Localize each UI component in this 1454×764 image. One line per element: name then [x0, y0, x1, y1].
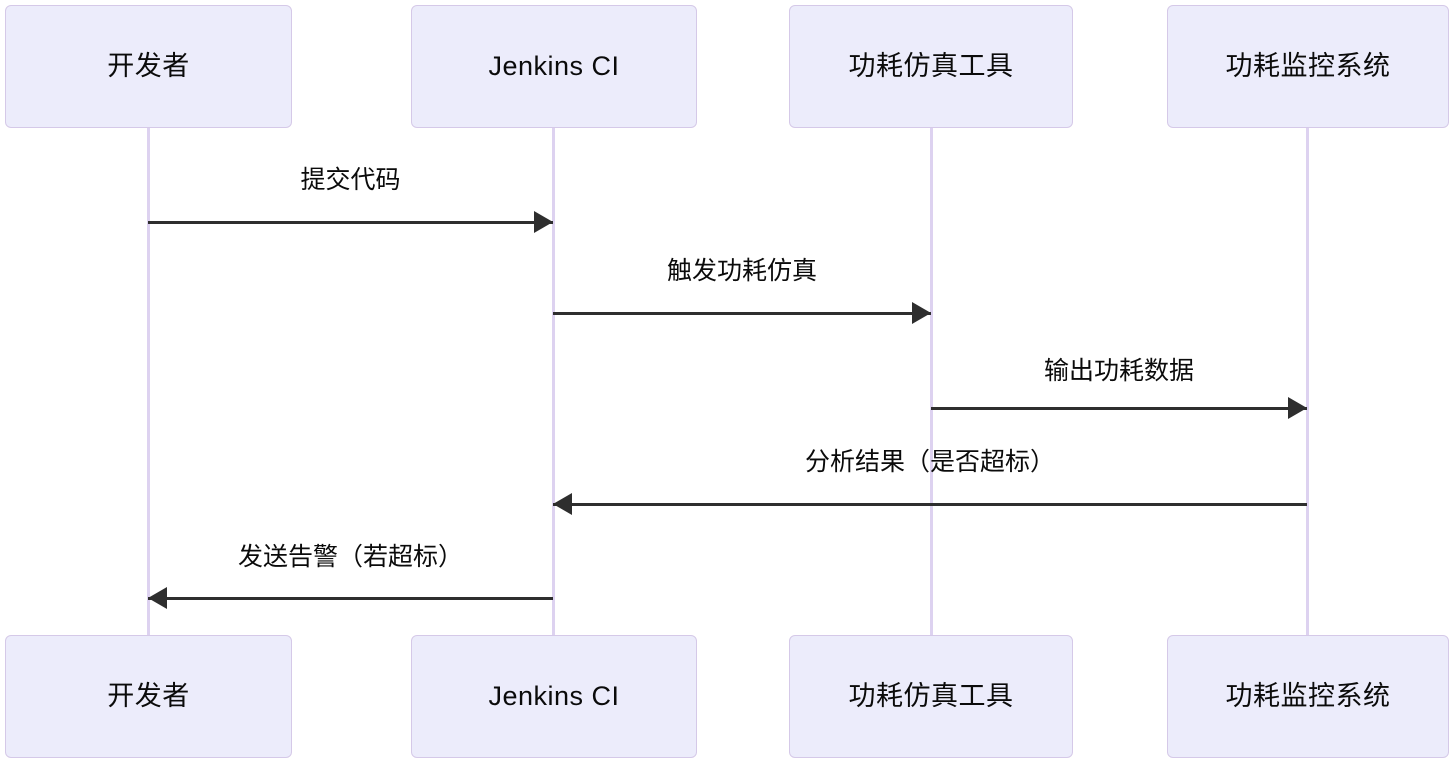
message-arrowhead-4	[553, 493, 572, 515]
participant-box-developer-top[interactable]: 开发者	[5, 5, 292, 128]
message-line-5	[148, 597, 553, 600]
message-label-5: 发送告警（若超标）	[237, 543, 464, 571]
participant-box-jenkins-top[interactable]: Jenkins CI	[411, 5, 697, 128]
message-line-2	[553, 312, 931, 315]
participant-box-developer-bottom[interactable]: 开发者	[5, 635, 292, 758]
lifeline-developer	[147, 128, 150, 635]
participant-label-sim-tool: 功耗仿真工具	[848, 51, 1014, 81]
message-line-1	[148, 221, 553, 224]
participant-label-sim-tool: 功耗仿真工具	[848, 681, 1014, 711]
lifeline-sim-tool	[930, 128, 933, 635]
participant-label-monitor: 功耗监控系统	[1225, 51, 1391, 81]
message-label-3: 输出功耗数据	[1043, 357, 1195, 385]
message-label-2: 触发功耗仿真	[666, 257, 818, 285]
message-label-4: 分析结果（是否超标）	[804, 448, 1056, 476]
participant-box-monitor-top[interactable]: 功耗监控系统	[1167, 5, 1449, 128]
participant-label-developer: 开发者	[107, 681, 190, 711]
message-line-3	[931, 407, 1307, 410]
participant-box-sim-tool-top[interactable]: 功耗仿真工具	[789, 5, 1073, 128]
participant-box-monitor-bottom[interactable]: 功耗监控系统	[1167, 635, 1449, 758]
message-arrowhead-5	[148, 587, 167, 609]
participant-box-sim-tool-bottom[interactable]: 功耗仿真工具	[789, 635, 1073, 758]
message-arrowhead-1	[534, 211, 553, 233]
message-arrowhead-3	[1288, 397, 1307, 419]
participant-label-jenkins: Jenkins CI	[488, 51, 620, 81]
message-label-1: 提交代码	[300, 166, 401, 194]
lifeline-jenkins	[552, 128, 555, 635]
message-arrowhead-2	[912, 302, 931, 324]
participant-label-jenkins: Jenkins CI	[488, 681, 620, 711]
message-line-4	[553, 503, 1307, 506]
lifeline-monitor	[1306, 128, 1309, 635]
participant-label-developer: 开发者	[107, 51, 190, 81]
participant-box-jenkins-bottom[interactable]: Jenkins CI	[411, 635, 697, 758]
participant-label-monitor: 功耗监控系统	[1225, 681, 1391, 711]
